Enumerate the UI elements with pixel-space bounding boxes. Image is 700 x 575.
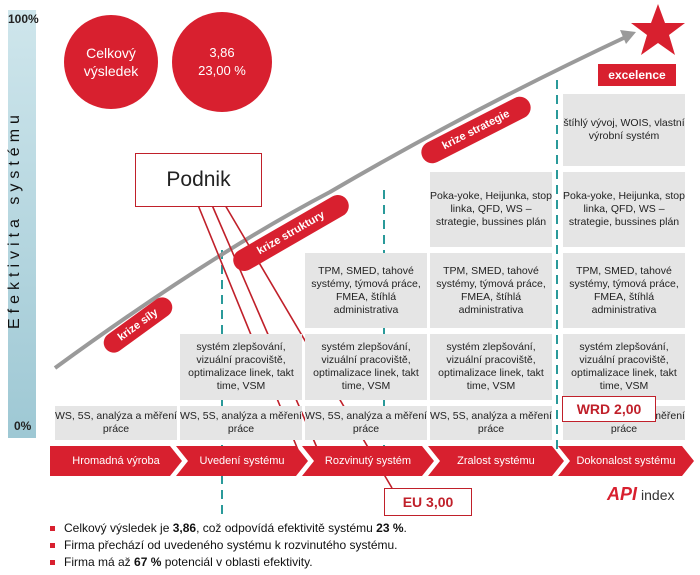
box-col3-level2: systém zlepšování, vizuální pracoviště, … xyxy=(305,334,427,400)
bullet-1-text-e: . xyxy=(403,521,407,535)
logo-text: index xyxy=(641,486,675,503)
stage-2: Uvedení systému xyxy=(176,446,308,476)
bullet-1-value-score: 3,86 xyxy=(172,521,197,535)
eu-badge: EU 3,00 xyxy=(384,488,472,516)
box-col2-level2: systém zlepšování, vizuální pracoviště, … xyxy=(180,334,302,400)
bullet-3-text-a: Firma má až xyxy=(64,555,135,569)
bullet-2-text: Firma přechází od uvedeného systému k ro… xyxy=(64,538,398,552)
stage-1: Hromadná výroba xyxy=(50,446,182,476)
stage-4: Zralost systému xyxy=(428,446,564,476)
bullet-3-value: 67 % xyxy=(134,555,162,569)
y-axis-bar xyxy=(8,10,36,438)
star-icon xyxy=(631,4,685,55)
bullet-2: Firma přechází od uvedeného systému k ro… xyxy=(50,538,398,552)
stage-5: Dokonalost systému xyxy=(558,446,694,476)
box-col2-level1: WS, 5S, analýza a měření práce xyxy=(180,406,302,440)
total-result-circle: Celkový výsledek xyxy=(64,15,158,109)
score-circle: 3,86 23,00 % xyxy=(172,12,272,112)
bullet-1-text-c: , což odpovídá efektivitě systému xyxy=(196,521,377,535)
box-col5-level4: Poka-yoke, Heijunka, stop linka, QFD, WS… xyxy=(563,172,685,247)
box-col4-level2: systém zlepšování, vizuální pracoviště, … xyxy=(430,334,552,400)
y-axis-top-label: 100% xyxy=(8,12,39,26)
total-result-line2: výsledek xyxy=(83,63,139,79)
box-col5-level5: štíhlý vývoj, WOIS, vlastní výrobní syst… xyxy=(563,94,685,166)
growth-arrow-head xyxy=(620,30,636,44)
score-percent: 23,00 % xyxy=(198,63,246,78)
box-col3-level3: TPM, SMED, tahové systémy, týmová práce,… xyxy=(305,253,427,328)
box-col5-level3: TPM, SMED, tahové systémy, týmová práce,… xyxy=(563,253,685,328)
box-col5-level2: systém zlepšování, vizuální pracoviště, … xyxy=(563,334,685,400)
stage-3: Rozvinutý systém xyxy=(302,446,434,476)
score-value: 3,86 xyxy=(209,45,235,60)
total-result-line1: Celkový xyxy=(86,45,136,61)
y-axis-bottom-label: 0% xyxy=(14,419,32,433)
logo-mark: API xyxy=(607,484,638,504)
api-index-logo: API index xyxy=(607,484,674,505)
box-col1-level1: WS, 5S, analýza a měření práce xyxy=(55,406,177,440)
bullet-3: Firma má až 67 % potenciál v oblasti efe… xyxy=(50,555,313,569)
box-col4-level4: Poka-yoke, Heijunka, stop linka, QFD, WS… xyxy=(430,172,552,247)
bullet-1-value-percent: 23 % xyxy=(376,521,404,535)
company-label: Podnik xyxy=(135,153,262,207)
box-col4-level1: WS, 5S, analýza a měření práce xyxy=(430,406,552,440)
bullet-1-text-a: Celkový výsledek je xyxy=(64,521,173,535)
bullet-1: Celkový výsledek je 3,86, což odpovídá e… xyxy=(50,521,407,535)
wrd-badge: WRD 2,00 xyxy=(562,396,656,422)
bullet-3-text-c: potenciál v oblasti efektivity. xyxy=(161,555,313,569)
growth-arrow-line xyxy=(53,33,631,370)
box-col4-level3: TPM, SMED, tahové systémy, týmová práce,… xyxy=(430,253,552,328)
box-col3-level1: WS, 5S, analýza a měření práce xyxy=(305,406,427,440)
excelence-label: excelence xyxy=(598,64,676,86)
